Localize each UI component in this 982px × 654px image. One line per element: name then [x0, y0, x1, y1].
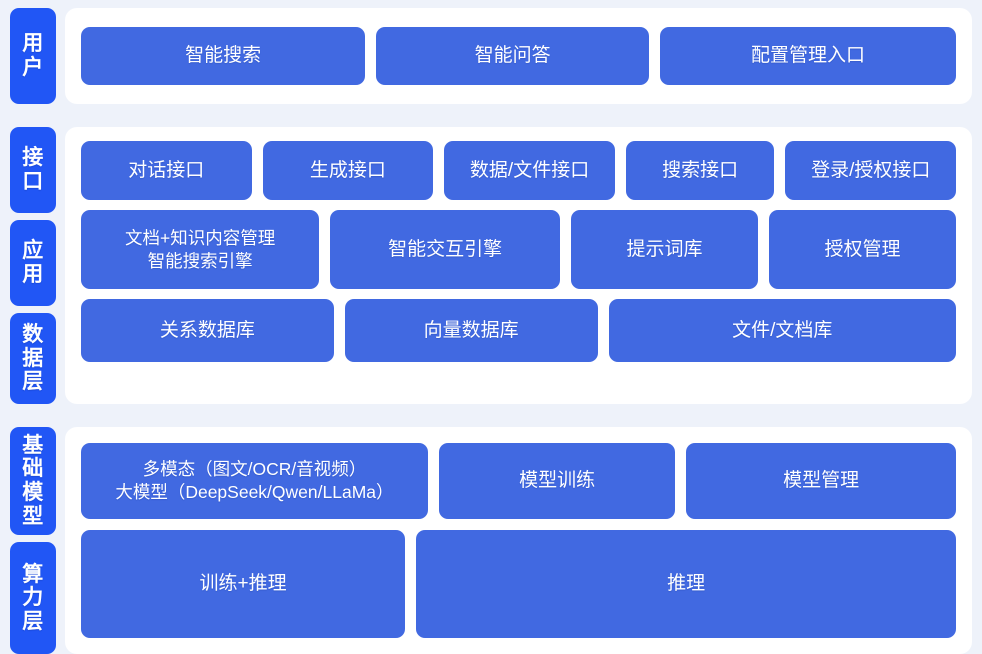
- box-training-inference[interactable]: 训练+推理: [81, 530, 406, 638]
- layer-tab-data[interactable]: 数据层: [10, 313, 56, 404]
- tab-column-user: 用户: [10, 8, 56, 104]
- tab-column-base: 基础模型 算力层: [10, 427, 56, 654]
- layer-tab-foundation-model[interactable]: 基础模型: [10, 427, 56, 535]
- box-vector-database[interactable]: 向量数据库: [344, 299, 598, 362]
- box-intelligent-qa[interactable]: 智能问答: [376, 27, 649, 85]
- panel-user: 智能搜索 智能问答 配置管理入口: [65, 8, 972, 104]
- box-data-file-interface[interactable]: 数据/文件接口: [444, 141, 615, 200]
- section-base: 基础模型 算力层 多模态（图文/OCR/音视频） 大模型（DeepSeek/Qw…: [10, 427, 972, 654]
- tab-column-middle: 接口 应用 数据层: [10, 127, 56, 404]
- box-login-auth-interface[interactable]: 登录/授权接口: [785, 141, 957, 200]
- layer-tab-compute[interactable]: 算力层: [10, 542, 56, 654]
- box-prompt-library[interactable]: 提示词库: [571, 210, 758, 289]
- box-config-management-entry[interactable]: 配置管理入口: [660, 27, 956, 85]
- panel-middle: 对话接口 生成接口 数据/文件接口 搜索接口 登录/授权接口 文档+知识内容管理…: [65, 127, 972, 404]
- section-middle: 接口 应用 数据层 对话接口 生成接口 数据/文件接口 搜索接口 登录/授权接口…: [10, 127, 972, 404]
- row-data: 关系数据库 向量数据库 文件/文档库: [81, 299, 956, 362]
- row-user-entries: 智能搜索 智能问答 配置管理入口: [81, 27, 956, 85]
- box-authorization-management[interactable]: 授权管理: [769, 210, 956, 289]
- row-interface: 对话接口 生成接口 数据/文件接口 搜索接口 登录/授权接口: [81, 141, 957, 200]
- layer-tab-interface[interactable]: 接口: [10, 127, 56, 213]
- box-search-interface[interactable]: 搜索接口: [625, 141, 775, 200]
- panel-base: 多模态（图文/OCR/音视频） 大模型（DeepSeek/Qwen/LLaMa）…: [65, 427, 972, 654]
- box-intelligent-search[interactable]: 智能搜索: [81, 27, 366, 85]
- row-application: 文档+知识内容管理 智能搜索引擎 智能交互引擎 提示词库 授权管理: [81, 210, 956, 289]
- box-generation-interface[interactable]: 生成接口: [262, 141, 434, 200]
- box-relational-database[interactable]: 关系数据库: [81, 299, 334, 362]
- box-dialog-interface[interactable]: 对话接口: [81, 141, 252, 200]
- box-file-document-store[interactable]: 文件/文档库: [608, 299, 956, 362]
- box-model-training[interactable]: 模型训练: [438, 443, 676, 519]
- box-doc-knowledge-management[interactable]: 文档+知识内容管理 智能搜索引擎: [81, 210, 320, 289]
- layer-tab-user[interactable]: 用户: [10, 8, 56, 104]
- box-multimodal-large-model[interactable]: 多模态（图文/OCR/音视频） 大模型（DeepSeek/Qwen/LLaMa）: [81, 443, 428, 519]
- layer-tab-application[interactable]: 应用: [10, 220, 56, 306]
- box-interaction-engine[interactable]: 智能交互引擎: [330, 210, 561, 289]
- section-user: 用户 智能搜索 智能问答 配置管理入口: [10, 8, 972, 104]
- box-inference[interactable]: 推理: [416, 530, 956, 638]
- row-compute: 训练+推理 推理: [81, 530, 956, 638]
- box-model-management[interactable]: 模型管理: [686, 443, 956, 519]
- row-foundation-model: 多模态（图文/OCR/音视频） 大模型（DeepSeek/Qwen/LLaMa）…: [81, 443, 956, 519]
